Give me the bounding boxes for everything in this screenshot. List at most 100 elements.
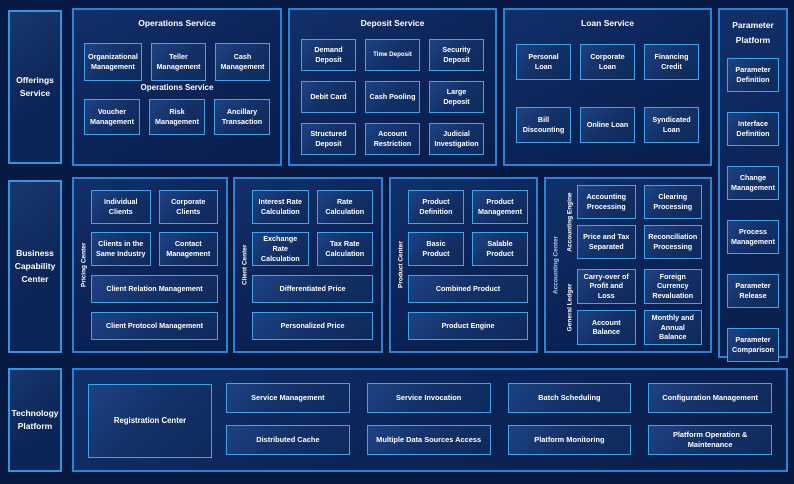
- box-client-protocol-management: Client Protocol Management: [91, 312, 218, 340]
- box-product-management: Product Management: [472, 190, 528, 224]
- box-multiple-data-sources-access: Multiple Data Sources Access: [366, 425, 491, 455]
- pricing-center-panel: Pricing Center Individual Clients Corpor…: [72, 177, 228, 353]
- box-organizational-management: Organizational Management: [84, 43, 142, 81]
- box-cash-management: Cash Management: [214, 43, 270, 81]
- box-process-management: Process Management: [727, 219, 779, 254]
- box-demand-deposit: Demand Deposit: [301, 39, 356, 71]
- box-product-definition: Product Definition: [408, 190, 464, 224]
- box-salable-product: Salable Product: [472, 232, 528, 266]
- technology-platform-sidebar: Technology Platform: [8, 368, 62, 472]
- box-price-and-tax-separated: Price and Tax Separated: [577, 224, 636, 259]
- box-parameter-definition: Parameter Definition: [727, 57, 779, 92]
- general-ledger-group: General Ledger Carry-over of Profit and …: [563, 268, 702, 345]
- client-center-content: Interest Rate Calculation Rate Calculati…: [252, 190, 373, 340]
- box-cash-pooling: Cash Pooling: [365, 81, 420, 113]
- box-bill-discounting: Bill Discounting: [516, 107, 571, 143]
- box-judicial-investigation: Judicial Investigation: [429, 123, 484, 155]
- box-service-invocation: Service Invocation: [366, 383, 491, 413]
- general-ledger-label: General Ledger: [566, 283, 574, 331]
- client-center-panel: Client Center Interest Rate Calculation …: [233, 177, 383, 353]
- box-personalized-price: Personalized Price: [252, 312, 373, 340]
- accounting-engine-label: Accounting Engine: [566, 192, 574, 252]
- box-combined-product: Combined Product: [408, 275, 528, 303]
- accounting-center-panel: Accounting Center Accounting Engine Acco…: [544, 177, 712, 353]
- box-reconciliation-processing: Reconciliation Processing: [643, 224, 702, 259]
- product-center-grid: Product Definition Product Management Ba…: [408, 190, 528, 266]
- loan-service-title: Loan Service: [581, 18, 634, 28]
- box-differentiated-price: Differentiated Price: [252, 275, 373, 303]
- product-center-panel: Product Center Product Definition Produc…: [389, 177, 538, 353]
- box-parameter-comparison: Parameter Comparison: [727, 327, 779, 362]
- box-clearing-processing: Clearing Processing: [643, 185, 702, 219]
- box-structured-deposit: Structured Deposit: [301, 123, 356, 155]
- box-registration-center: Registration Center: [88, 384, 212, 458]
- pricing-center-content: Individual Clients Corporate Clients Cli…: [91, 190, 218, 340]
- technology-platform-panel: Registration Center Service Management S…: [72, 368, 788, 472]
- operations-service-title: Operations Service: [138, 18, 216, 28]
- box-contact-management: Contact Management: [158, 232, 218, 266]
- offerings-service-sidebar: Offerings Service: [8, 10, 62, 164]
- box-interest-rate-calculation: Interest Rate Calculation: [252, 190, 309, 224]
- technology-platform-label: Technology Platform: [11, 408, 59, 431]
- box-voucher-management: Voucher Management: [84, 99, 140, 135]
- business-capability-center-sidebar: Business Capability Center: [8, 180, 62, 353]
- box-configuration-management: Configuration Management: [648, 383, 772, 413]
- pricing-center-grid: Individual Clients Corporate Clients Cli…: [91, 190, 218, 266]
- box-debit-card: Debit Card: [301, 81, 356, 113]
- box-change-management: Change Management: [727, 165, 779, 200]
- box-tax-rate-calculation: Tax Rate Calculation: [316, 232, 373, 266]
- box-basic-product: Basic Product: [408, 232, 464, 266]
- product-center-content: Product Definition Product Management Ba…: [408, 190, 528, 340]
- operations-row-2: Voucher Management Risk Management Ancil…: [82, 99, 272, 135]
- loan-row-2: Bill Discounting Online Loan Syndicated …: [514, 107, 701, 143]
- deposit-service-panel: Deposit Service Demand Deposit Time Depo…: [288, 8, 497, 166]
- loan-row-1: Personal Loan Corporate Loan Financing C…: [514, 44, 701, 80]
- operations-row-1: Organizational Management Teller Managem…: [82, 43, 272, 81]
- box-account-restriction: Account Restriction: [365, 123, 420, 155]
- box-monthly-annual-balance: Monthly and Annual Balance: [643, 309, 702, 345]
- general-ledger-grid: Carry-over of Profit and Loss Foreign Cu…: [577, 268, 702, 345]
- box-account-balance: Account Balance: [577, 309, 636, 345]
- client-center-label: Client Center: [241, 244, 249, 286]
- box-personal-loan: Personal Loan: [516, 44, 571, 80]
- parameter-platform-title: Parameter Platform: [732, 20, 774, 46]
- box-platform-operation-maintenance: Platform Operation & Maintenance: [648, 425, 772, 455]
- box-batch-scheduling: Batch Scheduling: [507, 383, 632, 413]
- box-distributed-cache: Distributed Cache: [226, 425, 350, 455]
- parameter-platform-stack: Parameter Definition Interface Definitio…: [727, 57, 779, 362]
- box-online-loan: Online Loan: [580, 107, 635, 143]
- deposit-service-title: Deposit Service: [360, 18, 425, 28]
- pricing-center-label: Pricing Center: [80, 242, 88, 288]
- box-corporate-loan: Corporate Loan: [580, 44, 635, 80]
- accounting-center-label: Accounting Center: [552, 235, 560, 295]
- box-rate-calculation: Rate Calculation: [316, 190, 373, 224]
- offerings-service-label: Offerings Service: [16, 75, 54, 98]
- operations-service-subtitle: Operations Service: [140, 83, 214, 92]
- box-clients-same-industry: Clients in the Same Industry: [91, 232, 151, 266]
- box-carry-over-profit-loss: Carry-over of Profit and Loss: [577, 268, 636, 304]
- client-center-grid: Interest Rate Calculation Rate Calculati…: [252, 190, 373, 266]
- technology-platform-grid: Service Management Service Invocation Ba…: [226, 383, 772, 455]
- business-capability-center-label: Business Capability Center: [14, 248, 56, 284]
- parameter-platform-panel: Parameter Platform Parameter Definition …: [718, 8, 788, 362]
- box-teller-management: Teller Management: [150, 43, 206, 81]
- box-ancillary-transaction: Ancillary Transaction: [214, 99, 270, 135]
- box-exchange-rate-calculation: Exchange Rate Calculation: [252, 232, 309, 266]
- box-syndicated-loan: Syndicated Loan: [644, 107, 699, 143]
- box-risk-management: Risk Management: [149, 99, 205, 135]
- accounting-center-content: Accounting Engine Accounting Processing …: [563, 185, 702, 345]
- box-large-deposit: Large Deposit: [429, 81, 484, 113]
- box-product-engine: Product Engine: [408, 312, 528, 340]
- box-platform-monitoring: Platform Monitoring: [507, 425, 632, 455]
- box-corporate-clients: Corporate Clients: [158, 190, 218, 224]
- box-service-management: Service Management: [226, 383, 350, 413]
- box-security-deposit: Security Deposit: [429, 39, 484, 71]
- accounting-engine-grid: Accounting Processing Clearing Processin…: [577, 185, 702, 259]
- operations-service-panel: Operations Service Organizational Manage…: [72, 8, 282, 166]
- accounting-engine-group: Accounting Engine Accounting Processing …: [563, 185, 702, 259]
- box-interface-definition: Interface Definition: [727, 111, 779, 146]
- box-financing-credit: Financing Credit: [644, 44, 699, 80]
- deposit-grid: Demand Deposit Time Deposit Security Dep…: [299, 39, 486, 155]
- box-foreign-currency-revaluation: Foreign Currency Revaluation: [643, 268, 702, 304]
